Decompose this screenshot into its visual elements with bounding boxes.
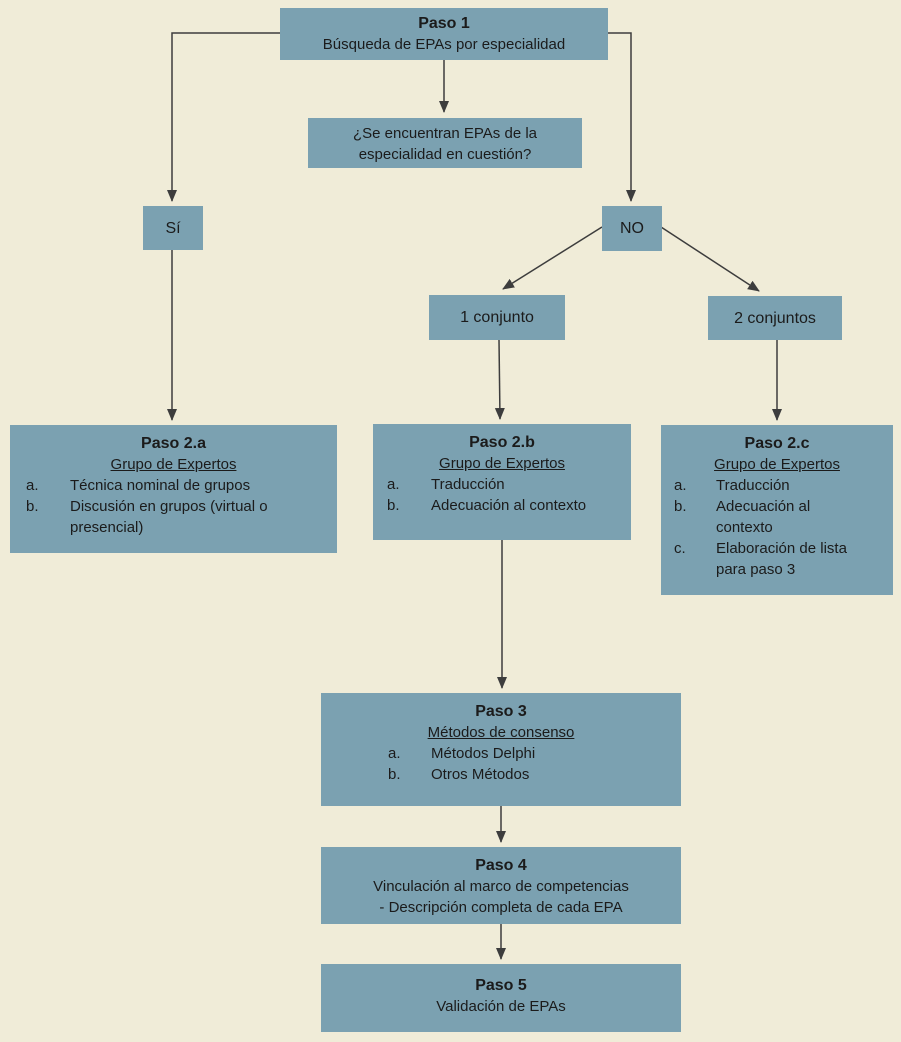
paso4-line-1: Vinculación al marco de competencias bbox=[373, 878, 629, 895]
connector-conjunto1-paso2b bbox=[494, 339, 505, 420]
conjunto2-label: 2 conjuntos bbox=[734, 309, 816, 327]
paso3-title: Paso 3 bbox=[475, 703, 527, 720]
no-label: NO bbox=[620, 220, 644, 237]
node-paso3: Paso 3 Métodos de consenso a. Métodos De… bbox=[321, 693, 681, 806]
paso4-title: Paso 4 bbox=[475, 857, 527, 874]
list-item: a. Técnica nominal de grupos bbox=[26, 477, 251, 494]
paso2c-list: a. Traducción b. Adecuación al contexto … bbox=[661, 475, 893, 580]
question-line-1: ¿Se encuentran EPAs de la bbox=[353, 125, 537, 142]
connector-no-conjunto2 bbox=[660, 226, 760, 292]
paso4-line-2: - Descripción completa de cada EPA bbox=[379, 899, 623, 916]
node-si: Sí bbox=[143, 206, 203, 250]
list-item: b. Otros Métodos bbox=[388, 766, 530, 783]
node-paso2c: Paso 2.c Grupo de Expertos a. Traducción… bbox=[661, 425, 893, 595]
question-line-2: especialidad en cuestión? bbox=[358, 146, 532, 163]
paso2b-title: Paso 2.b bbox=[469, 434, 535, 451]
paso1-text: Búsqueda de EPAs por especialidad bbox=[322, 36, 566, 53]
paso2a-subtitle: Grupo de Expertos bbox=[110, 456, 237, 473]
list-item: a. Traducción bbox=[387, 476, 505, 493]
node-paso2a: Paso 2.a Grupo de Expertos a. Técnica no… bbox=[10, 425, 337, 553]
node-conjunto1: 1 conjunto bbox=[429, 295, 565, 340]
connector-paso1-si bbox=[167, 32, 280, 202]
connector-no-conjunto1 bbox=[502, 226, 603, 290]
paso5-title: Paso 5 bbox=[475, 977, 527, 994]
node-paso5: Paso 5 Validación de EPAs bbox=[321, 964, 681, 1032]
connector-paso1-no bbox=[607, 32, 636, 202]
list-item: a. Traducción bbox=[674, 477, 790, 494]
paso3-subtitle: Métodos de consenso bbox=[427, 724, 575, 741]
list-item: b. Discusión en grupos (virtual o presen… bbox=[26, 498, 268, 536]
paso2c-title: Paso 2.c bbox=[744, 435, 810, 452]
list-item: b. Adecuación al contexto bbox=[674, 498, 811, 536]
paso1-title: Paso 1 bbox=[418, 15, 470, 32]
paso2b-subtitle: Grupo de Expertos bbox=[439, 455, 565, 472]
node-no: NO bbox=[602, 206, 662, 251]
paso2a-title: Paso 2.a bbox=[141, 435, 206, 452]
paso2c-subtitle: Grupo de Expertos bbox=[714, 456, 840, 473]
node-conjunto2: 2 conjuntos bbox=[708, 296, 842, 340]
node-paso1: Paso 1 Búsqueda de EPAs por especialidad bbox=[280, 8, 608, 60]
node-question: ¿Se encuentran EPAs de la especialidad e… bbox=[308, 118, 582, 168]
list-item: a. Métodos Delphi bbox=[388, 745, 536, 762]
paso2b-list: a. Traducción b. Adecuación al contexto bbox=[373, 474, 631, 516]
paso3-list: a. Métodos Delphi b. Otros Métodos bbox=[321, 743, 681, 785]
conjunto1-label: 1 conjunto bbox=[460, 309, 534, 326]
node-paso2b: Paso 2.b Grupo de Expertos a. Traducción… bbox=[373, 424, 631, 540]
paso2a-list: a. Técnica nominal de grupos b. Discusió… bbox=[10, 475, 337, 538]
si-label: Sí bbox=[165, 219, 181, 237]
list-item: c. Elaboración de lista para paso 3 bbox=[674, 540, 847, 578]
paso5-text: Validación de EPAs bbox=[436, 998, 566, 1015]
list-item: b. Adecuación al contexto bbox=[387, 497, 587, 514]
node-paso4: Paso 4 Vinculación al marco de competenc… bbox=[321, 847, 681, 924]
